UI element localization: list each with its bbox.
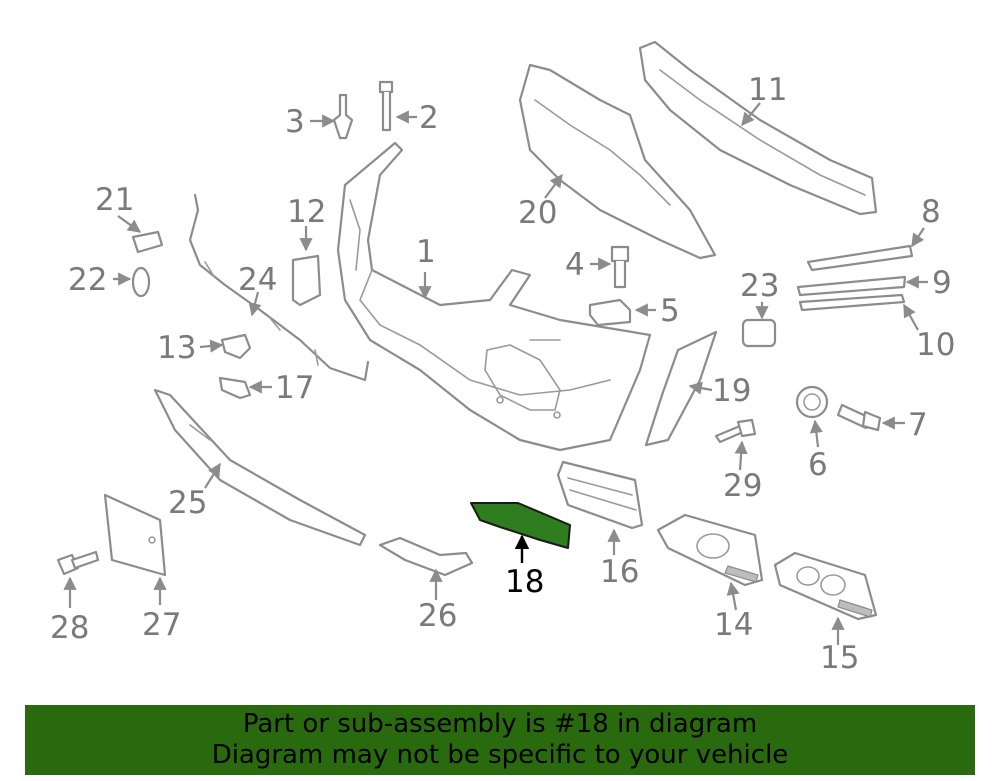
leader-lines: [63, 102, 928, 645]
info-banner: Part or sub-assembly is #18 in diagram D…: [25, 705, 975, 775]
callout-labels: 1 2 3 4 5 6 7 8 9 10 11 12 13 14 15 16 1…: [50, 72, 955, 676]
callout-24: 24: [238, 262, 277, 298]
part-26-molding: [378, 536, 474, 577]
callout-28: 28: [50, 610, 89, 646]
callout-3: 3: [285, 104, 305, 140]
part-23-cap: [741, 318, 777, 348]
part-28-bolt: [56, 550, 100, 576]
part-2-bolt: [378, 80, 394, 132]
callout-2: 2: [419, 100, 439, 136]
part-9-trim-strip: [796, 275, 907, 297]
callout-27: 27: [142, 607, 181, 643]
part-4-bolt: [610, 245, 630, 289]
callout-7: 7: [908, 407, 928, 443]
callout-21: 21: [95, 182, 134, 218]
part-11-energy-absorber: [638, 40, 878, 216]
part-13-bracket: [220, 333, 252, 360]
callout-18: 18: [505, 564, 544, 600]
part-22-grommet: [131, 266, 151, 298]
part-17-bracket: [218, 376, 252, 400]
callout-14: 14: [714, 607, 753, 643]
callout-26: 26: [418, 598, 457, 634]
part-3-push-pin: [332, 93, 354, 140]
part-15-grille-insert: [773, 551, 878, 621]
callout-4: 4: [565, 247, 585, 283]
banner-line-2: Diagram may not be specific to your vehi…: [211, 740, 789, 770]
callout-5: 5: [660, 293, 680, 329]
part-14-grille-insert: [656, 513, 764, 587]
callout-15: 15: [820, 640, 859, 676]
part-25-lower-trim: [153, 388, 367, 547]
banner-line-1: Part or sub-assembly is #18 in diagram: [242, 709, 758, 739]
callout-12: 12: [287, 194, 326, 230]
part-20-reinforcement: [518, 63, 717, 260]
callout-8: 8: [921, 194, 941, 230]
callout-19: 19: [712, 373, 751, 409]
callout-22: 22: [68, 262, 107, 298]
callout-25: 25: [168, 485, 207, 521]
part-19-side-trim: [644, 330, 718, 447]
part-12-bracket: [291, 254, 322, 307]
callout-11: 11: [748, 72, 787, 108]
callout-16: 16: [600, 554, 639, 590]
part-24-wiring-harness: [188, 193, 370, 382]
part-21-clip: [131, 230, 164, 254]
part-1-bumper-cover: [336, 141, 652, 452]
part-5-clip: [588, 298, 632, 327]
callout-9: 9: [932, 265, 952, 301]
parts-diagram: 1 2 3 4 5 6 7 8 9 10 11 12 13 14 15 16 1…: [50, 40, 955, 676]
callout-29: 29: [723, 468, 762, 504]
callout-13: 13: [157, 330, 196, 366]
callout-17: 17: [275, 370, 314, 406]
callout-6: 6: [808, 447, 828, 483]
part-16-grille: [556, 460, 644, 530]
callout-10: 10: [916, 327, 955, 363]
callout-1: 1: [416, 234, 436, 270]
callout-20: 20: [518, 195, 557, 231]
part-29-push-pin: [714, 418, 757, 444]
part-8-trim-strip: [806, 244, 914, 272]
part-27-license-bracket: [103, 493, 167, 577]
callout-23: 23: [740, 268, 779, 304]
part-6-sensor: [795, 385, 829, 419]
part-18-highlighted: [470, 502, 571, 549]
part-7-bolt: [836, 403, 882, 432]
part-10-trim-strip: [798, 293, 906, 312]
